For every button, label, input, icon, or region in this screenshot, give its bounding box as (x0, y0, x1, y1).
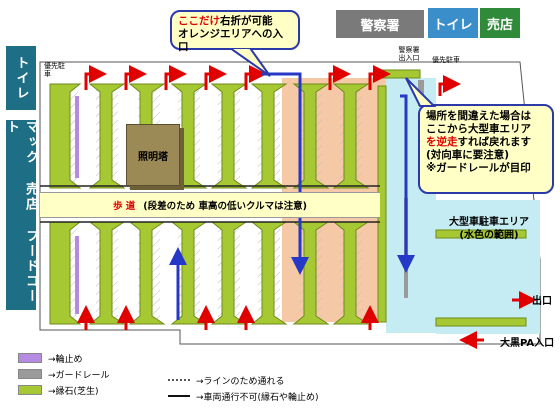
legend-solid-label: →車両通行不可(縁石や輪止め) (196, 392, 319, 403)
large-vehicle-line1: 大型車駐車エリア (449, 217, 529, 228)
toilet-building: トイレ (428, 8, 478, 38)
legend-gray-label: →ガードレール (48, 370, 110, 381)
green-curbs-upper (49, 83, 370, 189)
callout-right-line5: ※ガードレールが目印 (426, 162, 531, 174)
exit-label: 出口 (532, 296, 552, 307)
legend-right: →ラインのため通れる →車両通行不可(縁石や輪止め) (168, 372, 388, 404)
legend-green: →縁石(芝生) (18, 382, 148, 398)
shop-building-label: 売店 (486, 17, 513, 33)
legend-solid: →車両通行不可(縁石や輪止め) (168, 388, 388, 404)
lighting-tower-label: 照明塔 (138, 151, 168, 163)
sidebar-toilet-label: トイレ (13, 55, 29, 101)
callout-right-line3: すれば戻れます (457, 136, 532, 148)
callout-right-red: を逆走 (426, 136, 458, 148)
legend-left: →輪止め →ガードレール →縁石(芝生) (18, 350, 148, 398)
legend-purple-swatch (18, 353, 42, 363)
legend-green-swatch (18, 385, 42, 395)
callout-wrong-place: 場所を間違えた場合は ここから大型車エリア を逆走すれば戻れます (対向車に要注… (418, 104, 554, 194)
sidebar-mac-food: マック 売店 フードコート (4, 120, 38, 310)
police-label: 警察署 (360, 18, 400, 34)
legend-gray-swatch (18, 369, 42, 379)
large-vehicle-area-label: 大型車駐車エリア (水色の範囲) (446, 216, 532, 242)
no-pass-lines (40, 185, 380, 223)
red-arrows (77, 65, 537, 349)
callout-top-rest: 右折が可能 (220, 15, 273, 27)
walkway-title: 歩 道 (112, 201, 136, 212)
callout-top-tail (228, 48, 271, 77)
toilet-building-label: トイレ (433, 17, 473, 33)
callout-top-line2: オレンジエリアへの入口 (178, 28, 283, 53)
sidebar-mac-label: マック 売店 フードコート (4, 120, 38, 304)
walkway-note: (段差のため 車高の低いクルマは注意) (143, 201, 308, 212)
entrance-label: 大黒PA入口 (500, 338, 555, 349)
callout-top-red: ここだけ (178, 15, 220, 27)
police-building: 警察署 (336, 10, 424, 38)
legend-green-label: →縁石(芝生) (48, 386, 99, 397)
legend-dotted: →ラインのため通れる (168, 372, 388, 388)
callout-right-tail (405, 77, 437, 107)
walkway: 歩 道 (段差のため 車高の低いクルマは注意) (40, 192, 380, 218)
callout-right-turn: ここだけ右折が可能 オレンジエリアへの入口 (170, 10, 300, 53)
purple-wheel-stops (75, 96, 79, 314)
legend-gray: →ガードレール (18, 366, 148, 382)
priority-parking-right-label: 優先駐車 (432, 56, 460, 64)
police-entrance-label: 警察署出入口 (398, 46, 420, 62)
callout-right-line2: ここから大型車エリア (426, 123, 531, 135)
green-curbs-lower (49, 221, 370, 325)
callout-right-line4: (対向車に要注意) (426, 149, 510, 161)
lighting-tower: 照明塔 (126, 124, 180, 186)
legend-dotted-swatch (168, 379, 190, 381)
green-curbs-right (377, 69, 527, 327)
legend-purple-label: →輪止め (48, 354, 83, 365)
legend-purple: →輪止め (18, 350, 148, 366)
legend-dotted-label: →ラインのため通れる (196, 376, 285, 387)
legend-solid-swatch (168, 395, 190, 397)
large-vehicle-line2: (水色の範囲) (459, 230, 519, 241)
shop-building: 売店 (480, 8, 520, 38)
sidebar-toilet: トイレ (6, 46, 36, 110)
cyan-area-right (436, 200, 540, 334)
callout-right-line1: 場所を間違えた場合は (426, 110, 531, 122)
priority-parking-left-label: 優先駐車 (44, 62, 65, 78)
